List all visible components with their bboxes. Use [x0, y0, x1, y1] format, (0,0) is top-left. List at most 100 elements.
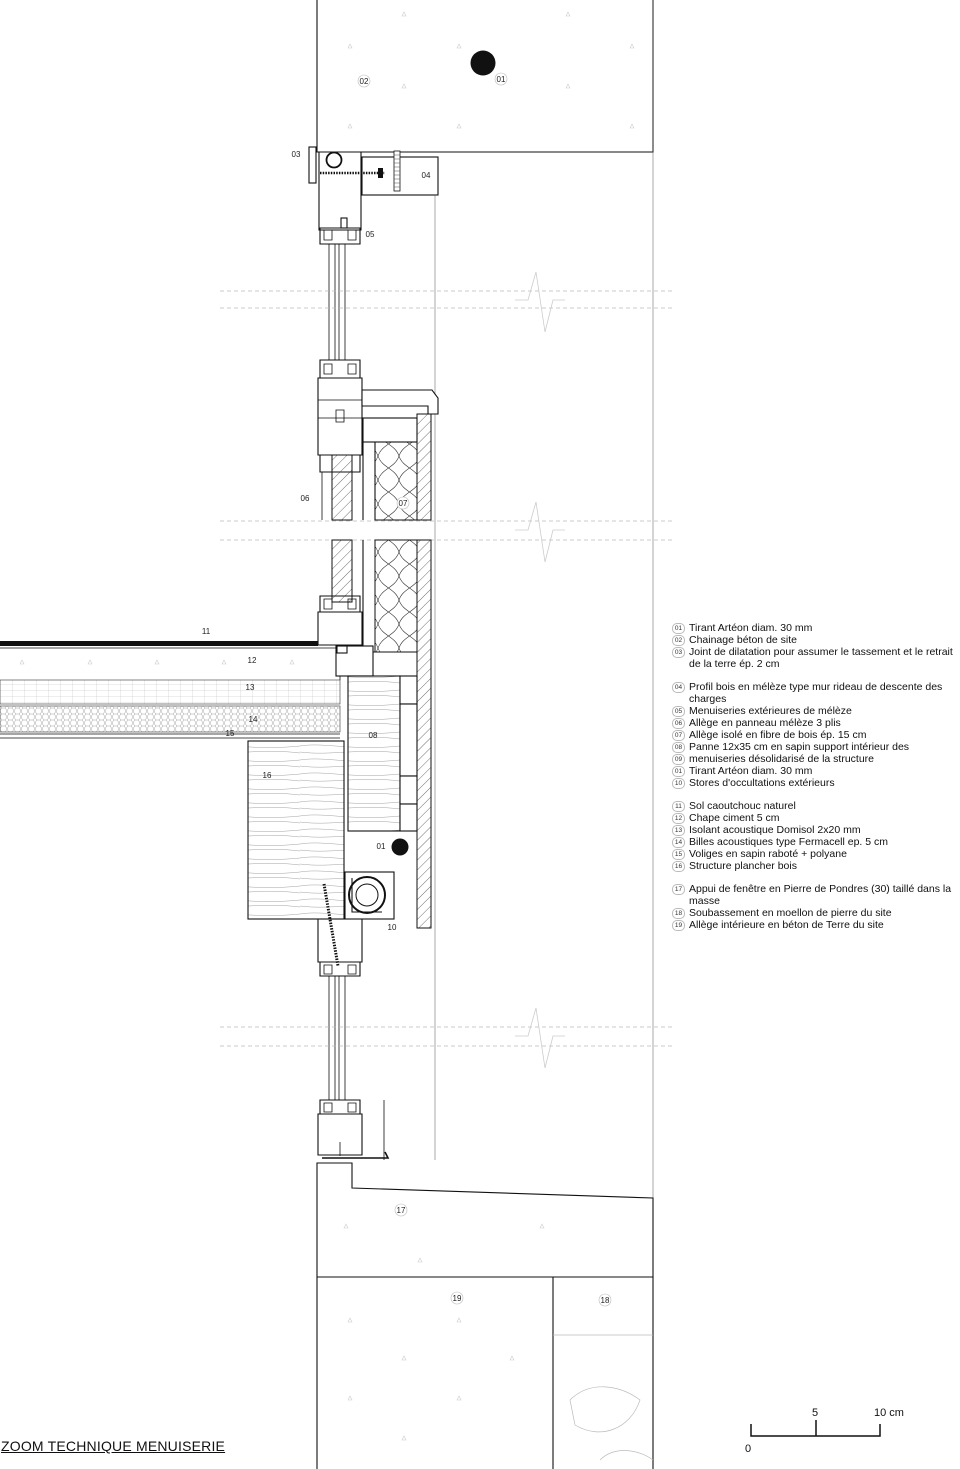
break-line-1 — [220, 271, 675, 333]
tag-02: 02 — [357, 74, 371, 88]
drawing-title: ZOOM TECHNIQUE MENUISERIE — [1, 1438, 226, 1454]
svg-text:18: 18 — [601, 1296, 610, 1305]
legend-item: 09 menuiseries désolidarisé de la structu… — [672, 753, 956, 765]
legend-item: 13 Isolant acoustique Domisol 2x20 mm — [672, 824, 956, 836]
earth-concrete-allege — [316, 1276, 654, 1469]
tag-01-lower: 01 — [377, 842, 386, 851]
tag-05: 05 — [366, 230, 375, 239]
tag-11: 11 — [202, 627, 211, 636]
svg-text:07: 07 — [399, 499, 408, 508]
stone-rubble — [553, 1334, 654, 1461]
legend-item: 01 Tirant Artéon diam. 30 mm — [672, 622, 956, 634]
legend-item: 15 Voliges en sapin raboté + polyane — [672, 848, 956, 860]
tag-10: 10 — [388, 923, 397, 932]
legend-text: Sol caoutchouc naturel — [689, 800, 796, 812]
legend-text: Billes acoustiques type Fermacell ep. 5 … — [689, 836, 889, 848]
legend-number: 10 — [672, 778, 685, 789]
legend-number: 01 — [672, 623, 685, 634]
legend-number: 06 — [672, 718, 685, 729]
legend-number: 02 — [672, 635, 685, 646]
legend-group: 11 Sol caoutchouc naturel 12 Chape ciment 5… — [672, 800, 956, 872]
legend-item: 11 Sol caoutchouc naturel — [672, 800, 956, 812]
legend-text: Isolant acoustique Domisol 2x20 mm — [689, 824, 861, 836]
legend-item: 02 Chainage béton de site — [672, 634, 956, 646]
tag-01-top: 01 — [494, 72, 508, 86]
scale-label-zero: 0 — [745, 1443, 752, 1455]
legend-number: 13 — [672, 825, 685, 836]
legend-text: Menuiseries extérieures de mélèze — [689, 705, 852, 717]
tie-rod-top — [470, 50, 496, 76]
legend-number: 12 — [672, 813, 685, 824]
legend-text: menuiseries désolidarisé de la structure — [689, 753, 875, 765]
tag-17: 17 — [394, 1203, 408, 1217]
legend-text: Structure plancher bois — [689, 860, 797, 872]
legend-text: Chainage béton de site — [689, 634, 797, 646]
legend-number: 04 — [672, 682, 685, 693]
legend-item: 19 Allège intérieure en béton de Terre du… — [672, 919, 956, 931]
floor-structure — [247, 740, 345, 920]
scale-label-end: 10 cm — [874, 1407, 904, 1419]
tag-08: 08 — [369, 731, 378, 740]
tag-13: 13 — [246, 683, 255, 692]
acoustic-insulation — [0, 679, 341, 705]
svg-text:13: 13 — [246, 683, 255, 692]
legend-text: Appui de fenêtre en Pierre de Pondres (3… — [689, 883, 952, 907]
break-line-3 — [220, 1007, 675, 1069]
legend-number: 16 — [672, 861, 685, 872]
legend-item: 14 Billes acoustiques type Fermacell ep. … — [672, 836, 956, 848]
legend-text: Voliges en sapin raboté + polyane — [689, 848, 847, 860]
acoustic-beads — [0, 705, 341, 733]
legend-number: 17 — [672, 884, 685, 895]
svg-text:12: 12 — [248, 656, 257, 665]
legend-text: Chape ciment 5 cm — [689, 812, 780, 824]
tag-16: 16 — [263, 771, 272, 780]
legend-number: 19 — [672, 920, 685, 931]
tag-03: 03 — [292, 150, 301, 159]
tag-07: 07 — [396, 496, 410, 510]
svg-text:06: 06 — [301, 494, 310, 503]
legend-text: Panne 12x35 cm en sapin support intérieu… — [689, 741, 910, 753]
legend-number: 05 — [672, 706, 685, 717]
expansion-joint — [308, 146, 317, 184]
legend-number: 01 — [672, 766, 685, 777]
tag-18: 18 — [598, 1293, 612, 1307]
tag-04: 04 — [422, 171, 431, 180]
svg-text:17: 17 — [397, 1206, 406, 1215]
legend-item: 05 Menuiseries extérieures de mélèze — [672, 705, 956, 717]
dilatation-tube — [325, 151, 343, 169]
sill-cap — [361, 389, 439, 415]
legend-number: 15 — [672, 849, 685, 860]
legend-number: 08 — [672, 742, 685, 753]
legend-item: 17 Appui de fenêtre en Pierre de Pondres … — [672, 883, 956, 907]
legend-number: 07 — [672, 730, 685, 741]
legend-text: Allège isolé en fibre de bois ép. 15 cm — [689, 729, 867, 741]
svg-text:02: 02 — [360, 77, 369, 86]
legend-number: 14 — [672, 837, 685, 848]
beam-fir — [347, 675, 401, 832]
rubber-floor — [0, 641, 318, 646]
legend-text: Soubassement en moellon de pierre du sit… — [689, 907, 892, 919]
legend-number: 03 — [672, 647, 685, 658]
legend-text: Tirant Artéon diam. 30 mm — [689, 765, 813, 777]
legend-item: 06 Allège en panneau mélèze 3 plis — [672, 717, 956, 729]
stone-sill — [316, 1162, 654, 1278]
tie-rod-lower — [391, 838, 409, 856]
legend-text: Allège intérieure en béton de Terre du s… — [689, 919, 884, 931]
legend-text: Tirant Artéon diam. 30 mm — [689, 622, 813, 634]
svg-text:01: 01 — [377, 842, 386, 851]
svg-text:05: 05 — [366, 230, 375, 239]
tag-06: 06 — [301, 494, 310, 503]
legend-text: Allège en panneau mélèze 3 plis — [689, 717, 841, 729]
svg-text:16: 16 — [263, 771, 272, 780]
legend-group: 17 Appui de fenêtre en Pierre de Pondres … — [672, 883, 956, 931]
legend-number: 11 — [672, 801, 685, 812]
tag-14: 14 — [249, 715, 258, 724]
svg-text:10: 10 — [388, 923, 397, 932]
legend-item: 07 Allège isolé en fibre de bois ép. 15 c… — [672, 729, 956, 741]
legend-number: 09 — [672, 754, 685, 765]
